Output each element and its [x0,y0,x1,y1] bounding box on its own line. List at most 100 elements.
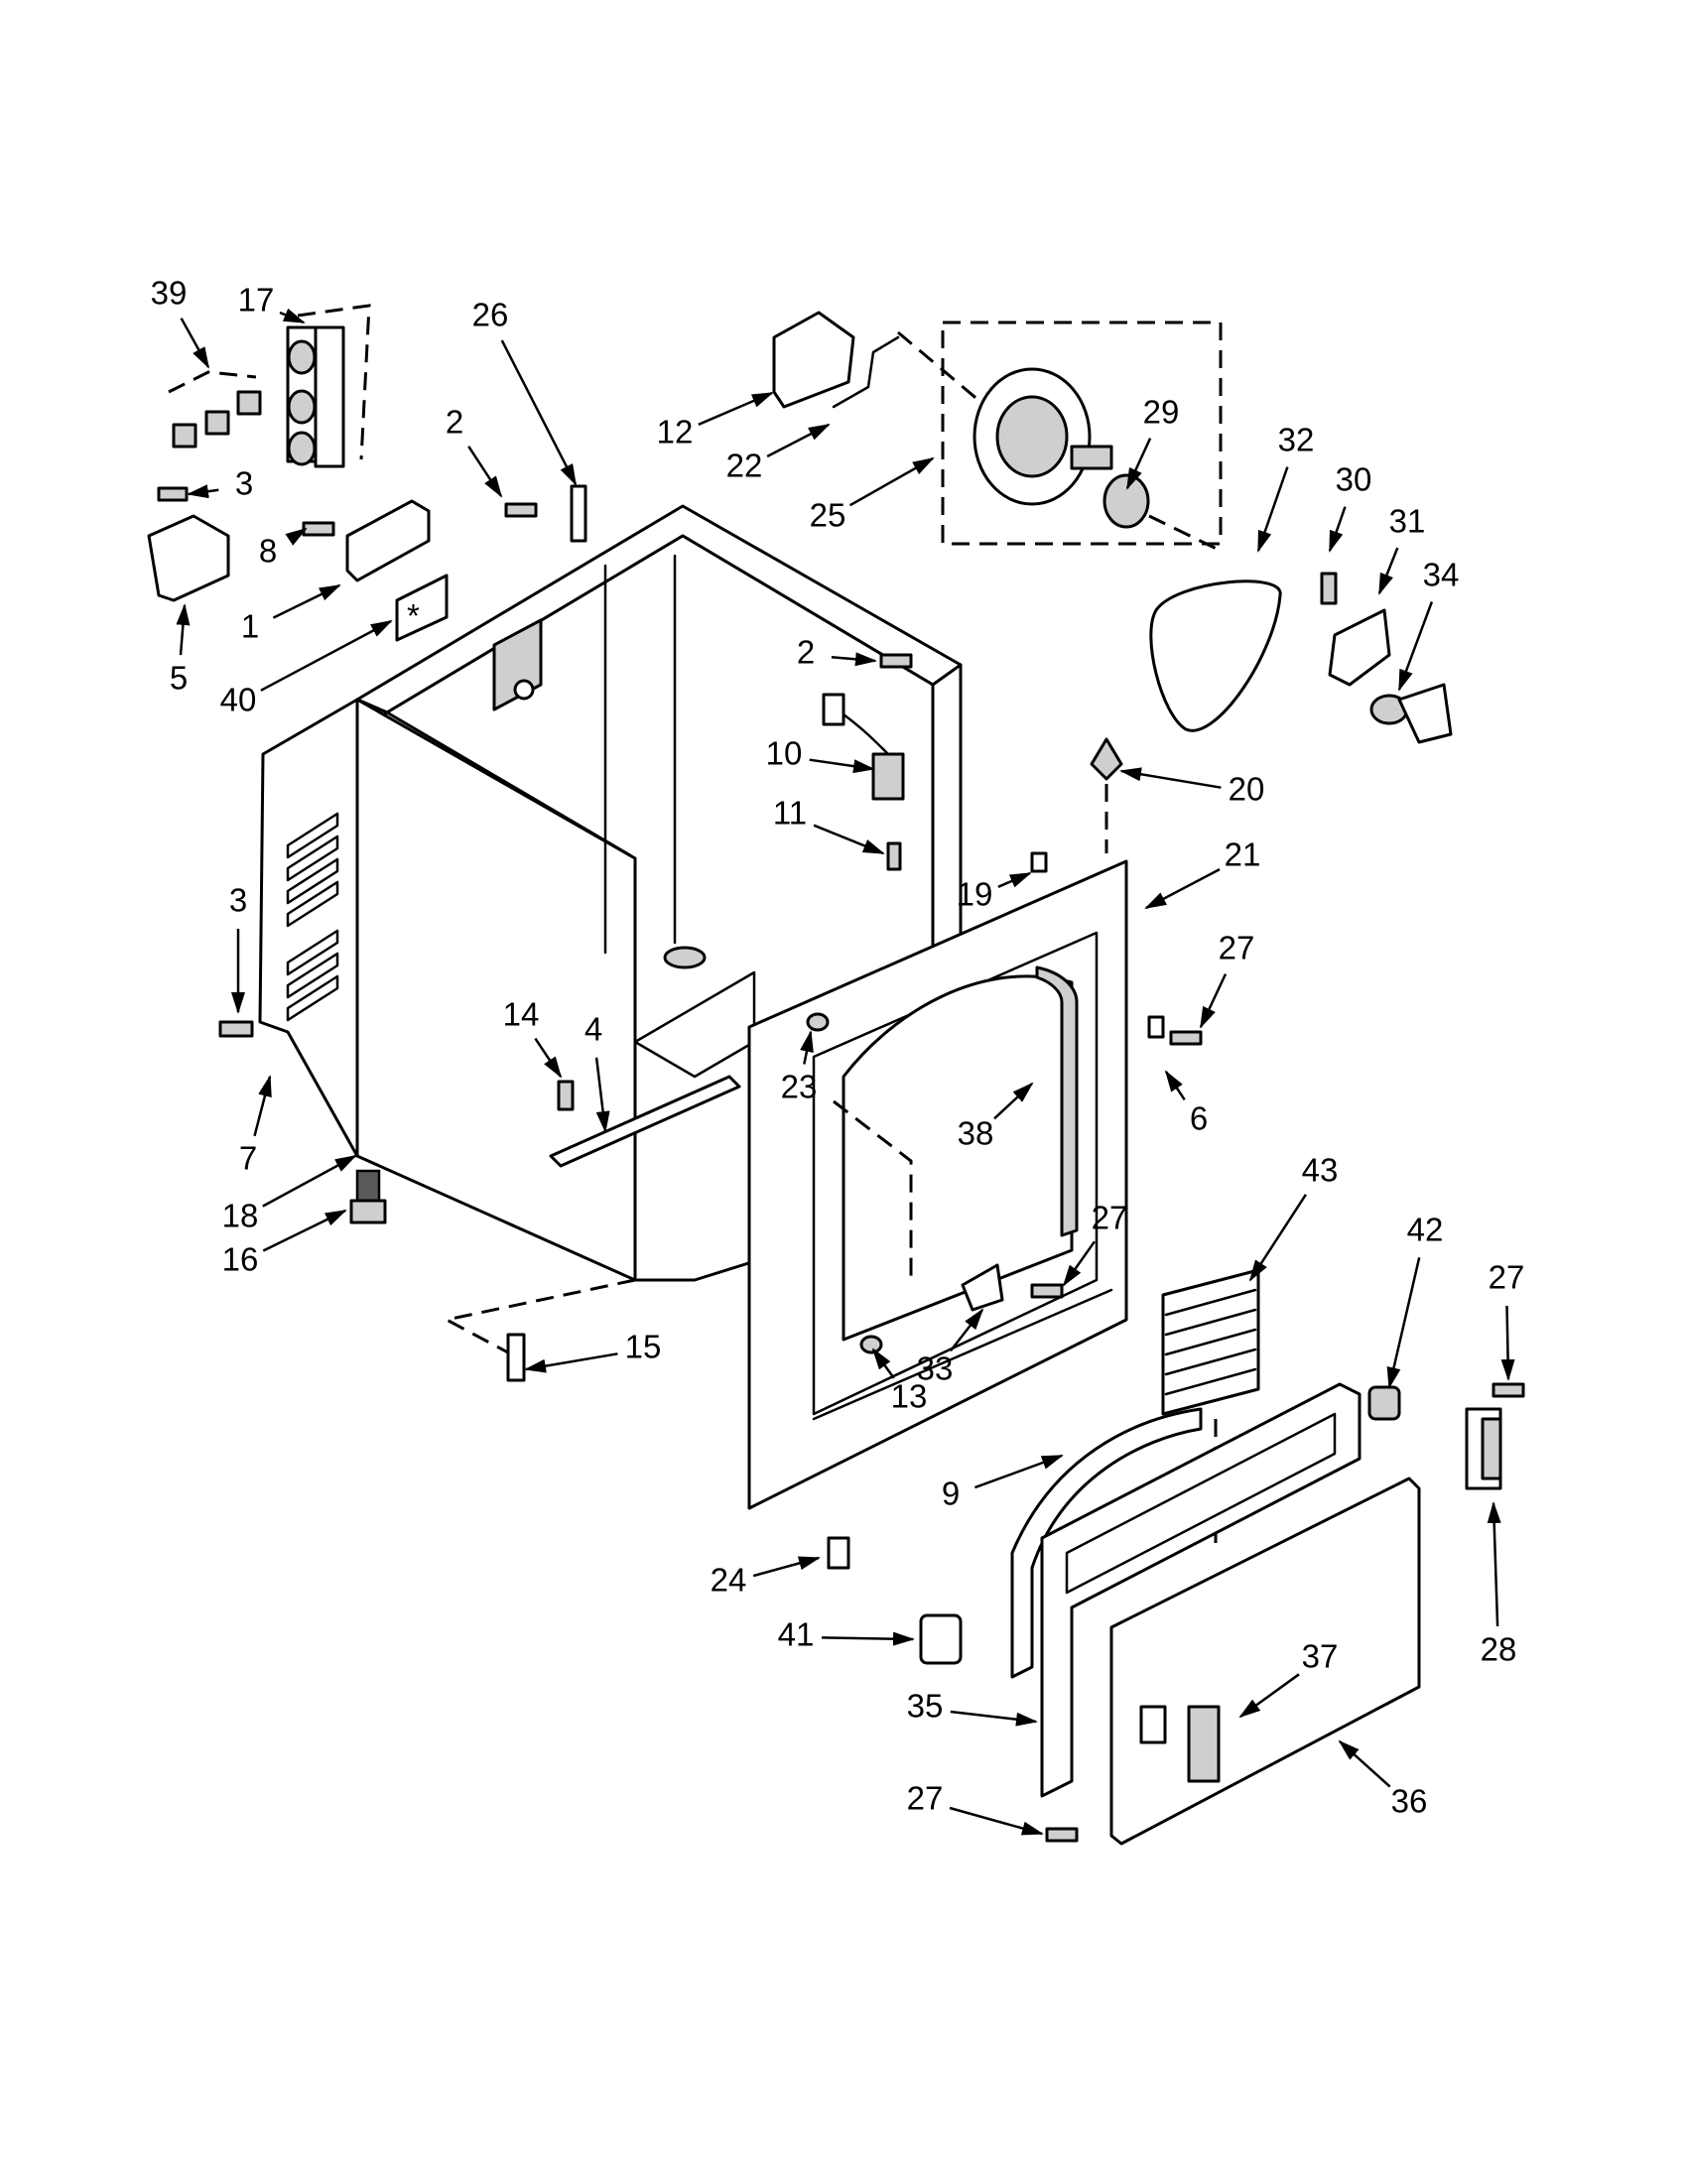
callout-label: 9 [942,1476,960,1512]
front-panel-assembly [747,859,1203,1570]
callout-label: 5 [170,660,188,697]
warning-label-40 [395,574,449,642]
cabinet-side-louvers [286,812,339,1022]
callout-23: 23 [781,1030,818,1105]
callout-24: 24 [711,1556,821,1599]
callout-label: 26 [472,297,509,333]
callout-label: 24 [711,1562,747,1599]
mid-components [218,653,1123,1111]
leader-line [1397,600,1434,692]
leader-line [1338,1739,1391,1788]
leader-line [809,758,875,774]
callout-29: 29 [1125,394,1180,490]
callout-42: 42 [1386,1212,1443,1389]
motor-dashed-box [941,321,1223,546]
callout-label: 38 [958,1115,994,1152]
door-handle-37 [1139,1705,1221,1783]
leader-line [1487,1501,1501,1627]
clip-26 [570,484,587,543]
callout-label: 43 [1302,1152,1339,1189]
callout-14: 14 [503,996,563,1079]
screw-11 [886,841,902,871]
callout-31: 31 [1377,503,1426,595]
callout-label: 23 [781,1069,818,1105]
callout-35: 35 [907,1688,1038,1727]
door-hinge-28 [1465,1407,1502,1490]
callout-label: 41 [778,1616,815,1653]
motor-clip-22 [832,335,900,409]
motor-pulley-29 [1103,473,1150,529]
callout-label: 29 [1143,394,1180,431]
callout-25: 25 [810,456,935,534]
leader-line [262,1154,357,1208]
callout-20: 20 [1119,767,1264,808]
leader-line [831,652,877,667]
callout-label: 13 [891,1378,928,1415]
callout-label: 10 [766,735,803,772]
idler-pulley-34 [1369,683,1453,744]
callout-5: 5 [170,603,191,697]
foot-cap-20 [1090,737,1123,781]
leader-line [285,527,308,546]
callout-19: 19 [957,871,1032,913]
clip-19 [1030,851,1048,873]
leader-line [524,1352,618,1373]
callout-label: 33 [917,1350,954,1387]
leader-line [1199,973,1228,1029]
screw-27-center [1030,1283,1064,1299]
leader-line [1500,1305,1515,1381]
callout-22: 22 [726,423,831,484]
leader-line [993,1082,1034,1120]
callout-43: 43 [1248,1152,1339,1282]
callout-label: 15 [625,1329,662,1365]
callout-label: 35 [907,1688,944,1725]
screw-27-upper [1169,1030,1203,1046]
screw-8 [302,521,335,537]
callout-label: 3 [229,882,247,919]
callout-label: 18 [222,1198,259,1234]
screw-27-bottom [1045,1827,1079,1843]
leader-line [698,391,774,426]
leader-line [1377,547,1399,595]
callout-label: 32 [1278,422,1315,458]
callout-label: 1 [241,608,259,645]
door-switch-button-24 [827,1536,850,1570]
door-strike-33 [961,1263,1004,1312]
leader-line [253,1075,272,1137]
leader-line [813,824,885,855]
callout-33: 33 [917,1308,984,1387]
callout-27: 27 [1062,1200,1128,1287]
callout-11: 11 [773,795,885,855]
screw-30 [1320,572,1338,605]
leader-line [180,318,210,369]
callout-label: 31 [1389,503,1426,540]
callout-label: 8 [259,533,277,570]
callout-label: 27 [1092,1200,1128,1236]
vent-label-43 [1161,1268,1260,1416]
leader-line [1328,506,1347,553]
callout-label: 3 [235,465,253,502]
terminal-block-1 [345,499,431,582]
callout-label: 4 [584,1011,602,1048]
leader-line [1164,1070,1186,1100]
leader-line [1125,438,1152,490]
screw-2-right [879,653,913,669]
callout-40: 40 [220,619,393,718]
callout-17: 17 [238,282,306,324]
motor-assembly [772,311,1453,744]
leader-line [821,1631,915,1646]
drive-belt-32 [1149,579,1282,732]
motor-bracket-12 [772,311,855,409]
bracket-5 [147,514,230,602]
callout-label: 2 [797,634,815,671]
door-switch-10 [822,693,905,801]
clip-6 [1147,1015,1165,1039]
bushing-23 [806,1012,830,1032]
callout-label: 28 [1481,1631,1517,1668]
callout-39: 39 [151,275,210,369]
callout-label: 7 [239,1140,257,1177]
leader-line [534,1037,563,1079]
callout-36: 36 [1338,1739,1427,1820]
idler-bracket-31 [1328,608,1391,687]
screw-14 [557,1080,575,1111]
